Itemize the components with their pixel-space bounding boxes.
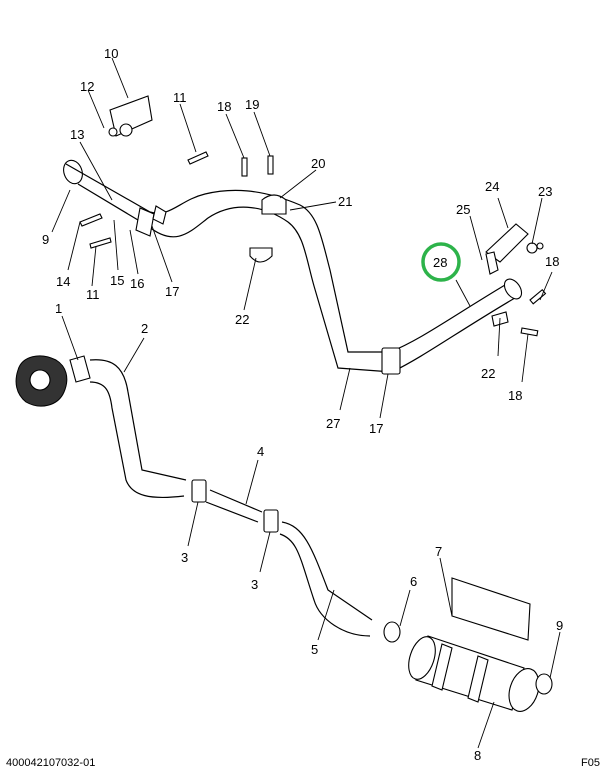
document-id: 400042107032-01 [6, 757, 96, 769]
callout-17-left: 17 [165, 284, 179, 299]
callout-20: 20 [311, 156, 325, 171]
callout-1: 1 [55, 301, 62, 316]
callout-22-right: 22 [481, 366, 495, 381]
callout-16: 16 [130, 276, 144, 291]
callout-9-top: 9 [42, 232, 49, 247]
revision-code: F05 [581, 757, 600, 769]
callout-3-left: 3 [181, 550, 188, 565]
callout-18-bottom: 18 [508, 388, 522, 403]
callout-8: 8 [474, 748, 481, 763]
callout-18-right: 18 [545, 254, 559, 269]
callout-15: 15 [110, 273, 124, 288]
callout-3-right: 3 [251, 577, 258, 592]
highlight-callout-28[interactable]: 28 [421, 242, 461, 282]
callout-11-top: 11 [173, 90, 187, 105]
callout-24: 24 [485, 179, 499, 194]
callout-2: 2 [141, 321, 148, 336]
callout-4: 4 [257, 444, 264, 459]
callout-28: 28 [433, 255, 447, 270]
callout-labels: 10 12 11 18 19 13 20 21 9 14 11 15 16 17… [42, 46, 563, 763]
callout-18-top: 18 [217, 99, 231, 114]
leader-lines [51, 57, 561, 749]
upper-pipe-assembly [63, 95, 547, 375]
callout-10: 10 [104, 46, 118, 61]
callout-14: 14 [56, 274, 70, 289]
callout-6: 6 [410, 574, 417, 589]
callout-27: 27 [326, 416, 340, 431]
callout-13: 13 [70, 127, 84, 142]
callout-5: 5 [311, 642, 318, 657]
callout-12: 12 [80, 79, 94, 94]
callout-23: 23 [538, 184, 552, 199]
callout-7: 7 [435, 544, 442, 559]
callout-11-left: 11 [86, 287, 100, 302]
callout-19: 19 [245, 97, 259, 112]
callout-9-bottom: 9 [556, 618, 563, 633]
lower-exhaust-assembly [15, 355, 553, 712]
callout-21: 21 [338, 194, 352, 209]
callout-25: 25 [456, 202, 470, 217]
callout-17-right: 17 [369, 421, 383, 436]
callout-22-mid: 22 [235, 312, 249, 327]
highlight-ring [421, 242, 461, 282]
